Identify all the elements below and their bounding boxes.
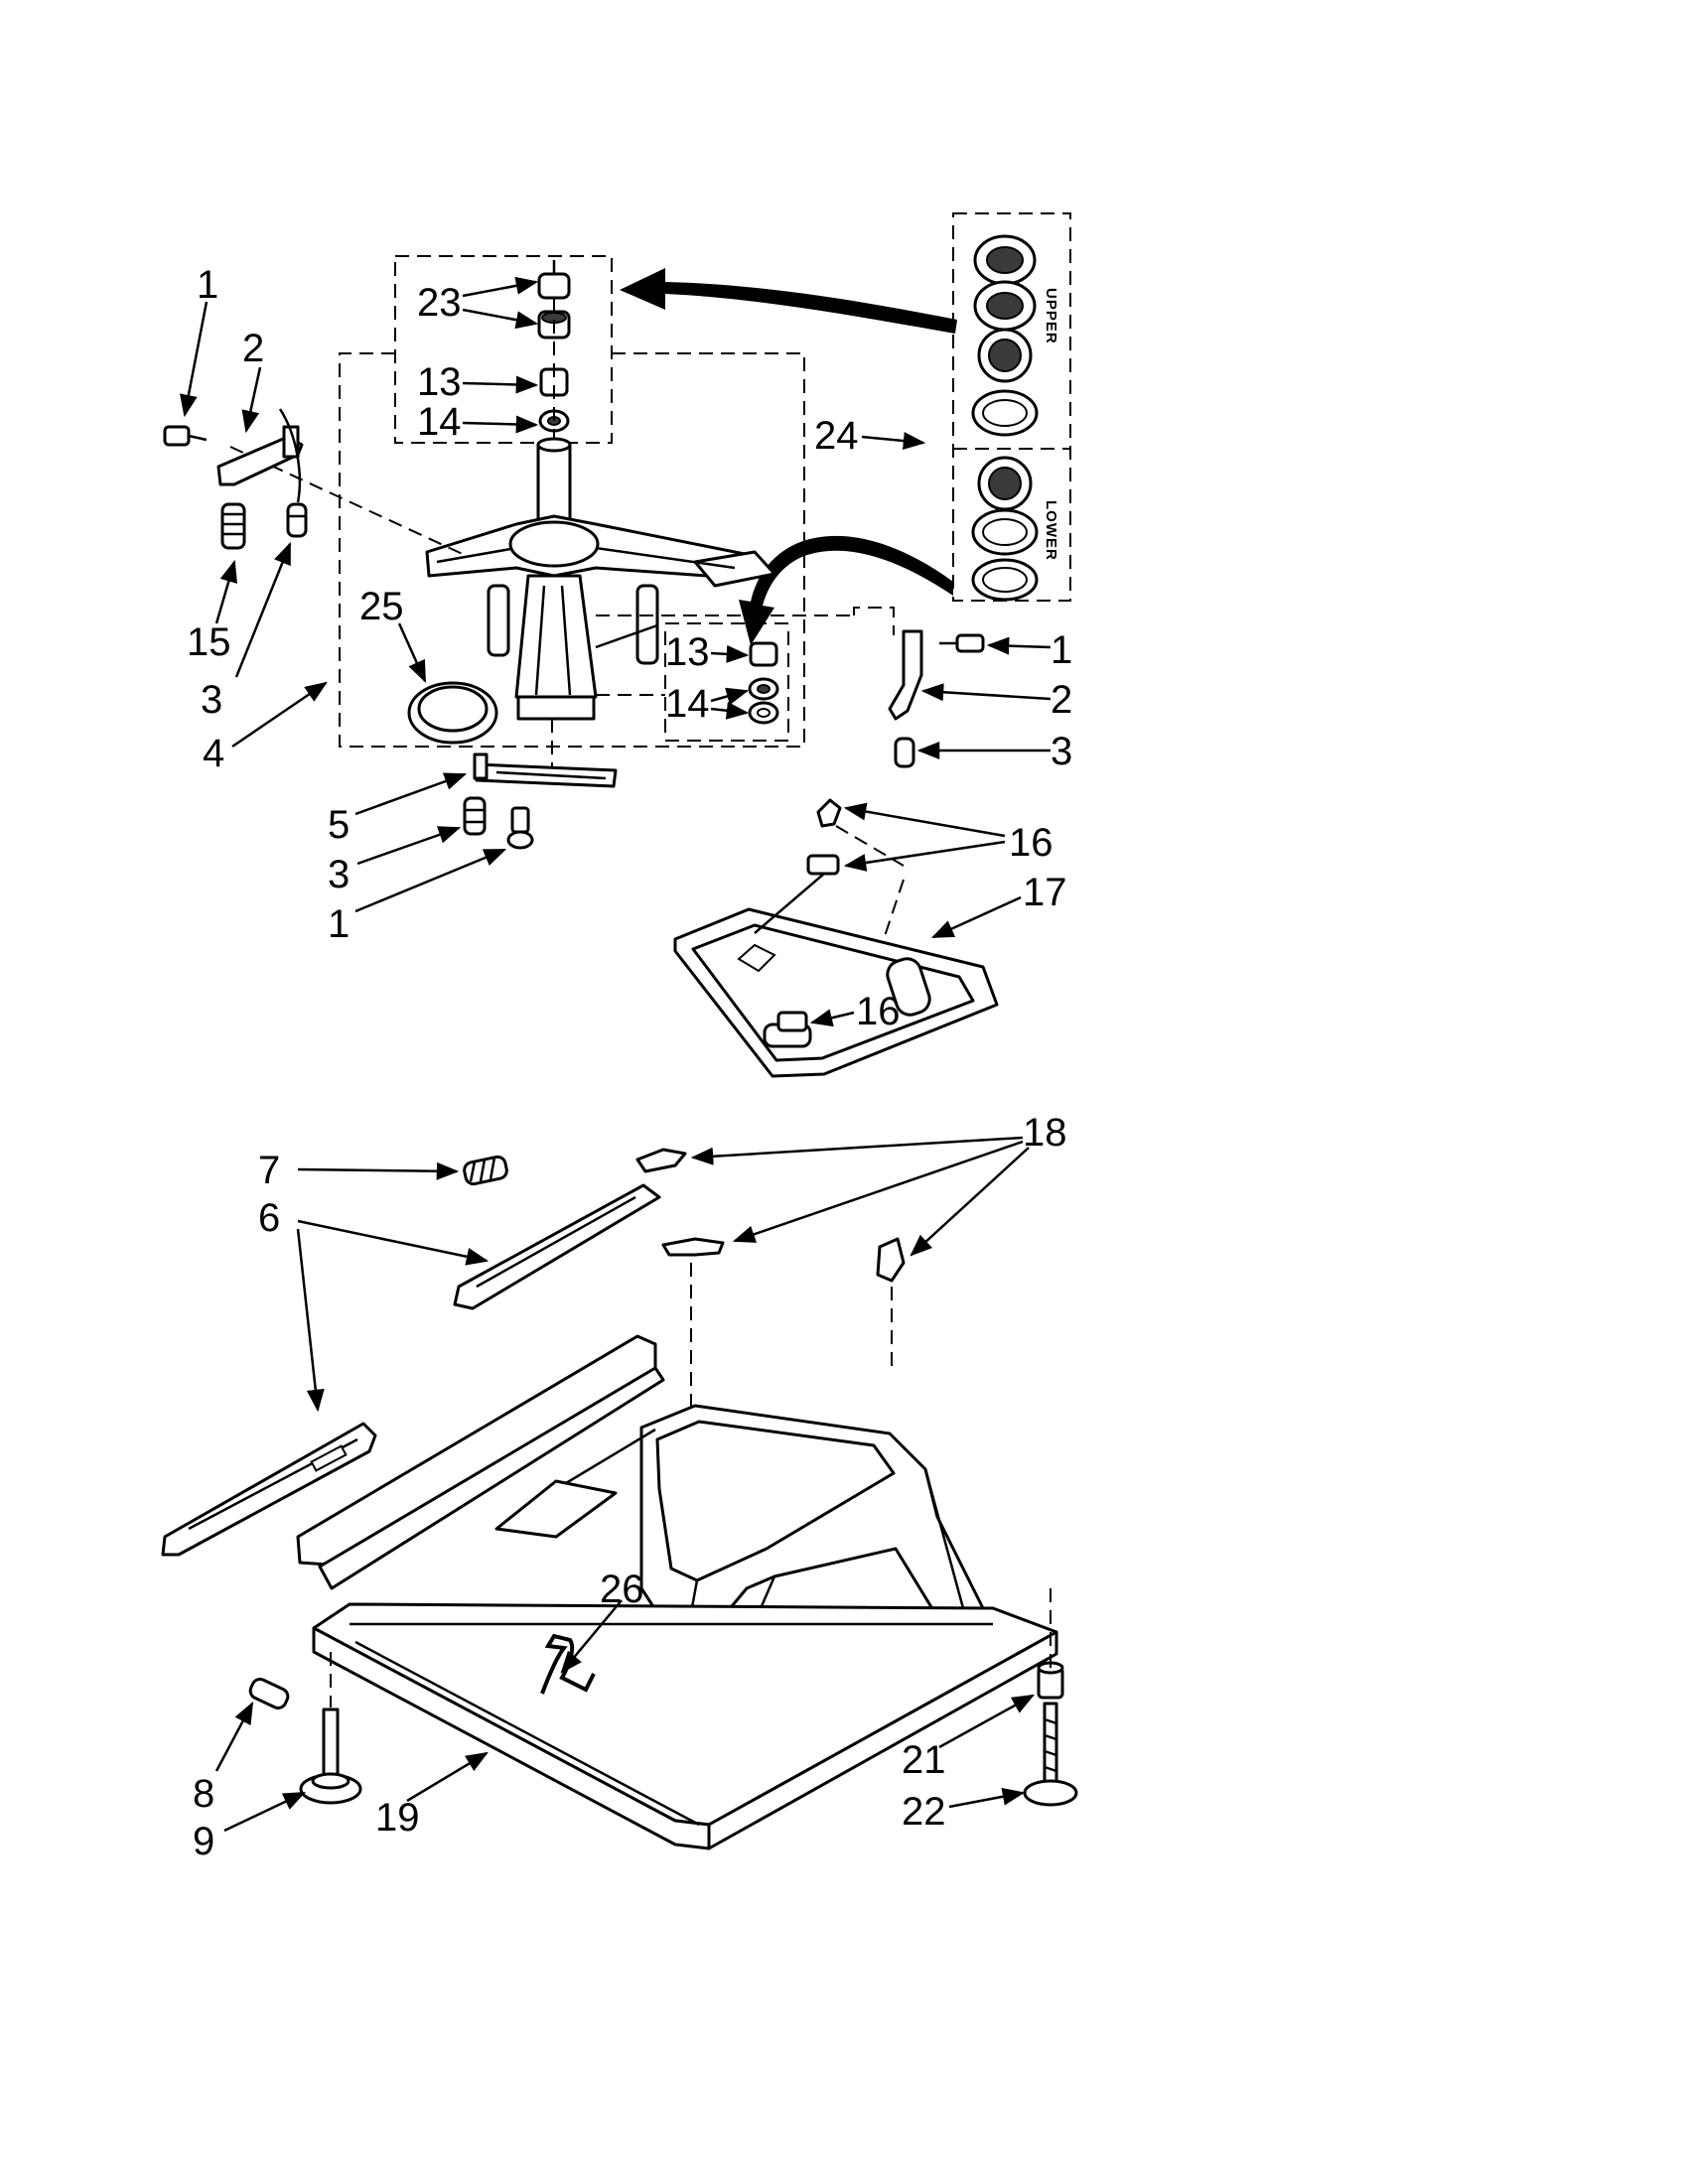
pin-8	[248, 1678, 290, 1709]
bearing-kit-lower: LOWER	[971, 456, 1059, 602]
bushing-13-lower	[749, 641, 778, 667]
bracket-2-left	[216, 425, 304, 486]
grommet-3-left	[278, 408, 308, 538]
bracket-2-right	[888, 629, 923, 721]
callout-22: 22	[902, 1790, 946, 1834]
pad-16-c	[776, 1011, 808, 1032]
callout-16: 16	[1009, 821, 1053, 865]
pad-16-b	[806, 854, 840, 876]
brace-6-upper	[453, 1183, 661, 1310]
callout-1-bottom: 1	[328, 902, 350, 946]
washer-14-lower-b	[748, 701, 779, 725]
callout-3: 3	[201, 678, 222, 722]
upper-bearing-box	[394, 255, 613, 444]
washer-14-lower-a	[748, 677, 779, 701]
callout-13-lower: 13	[665, 630, 710, 674]
spring-15	[220, 502, 246, 550]
bearing-23-upper	[537, 260, 571, 300]
callout-13: 13	[417, 360, 462, 404]
callout-3-right: 3	[1051, 730, 1072, 773]
callout-3-bottom: 3	[328, 853, 350, 896]
callout-19: 19	[375, 1796, 420, 1840]
callout-26: 26	[600, 1568, 644, 1611]
nut-21	[1037, 1661, 1064, 1700]
gearcase-arms	[425, 514, 776, 588]
foot-22	[1023, 1702, 1078, 1807]
brace-6-lower	[161, 1422, 377, 1557]
callout-4: 4	[203, 732, 224, 775]
transmission-assembly-box	[339, 352, 805, 748]
leader-arrows	[180, 276, 1052, 1833]
callout-25: 25	[359, 585, 404, 628]
spring-7	[463, 1155, 508, 1186]
callout-15: 15	[187, 620, 231, 664]
lower-label: LOWER	[1043, 500, 1059, 561]
screw-1-right	[939, 633, 985, 653]
pad-18-b	[661, 1237, 725, 1257]
lower-bearing-box	[664, 622, 789, 742]
grommet-3-bottom	[463, 796, 487, 836]
callout-9: 9	[193, 1820, 214, 1863]
callout-2-right: 2	[1051, 678, 1072, 722]
callout-2: 2	[242, 327, 264, 370]
callout-1-right: 1	[1051, 628, 1072, 672]
callout-14: 14	[417, 400, 462, 444]
callout-14-lower: 14	[665, 682, 710, 726]
callout-17: 17	[1023, 871, 1067, 914]
pad-18-c	[876, 1237, 906, 1283]
callout-16-lower: 16	[856, 990, 901, 1033]
tub-support-17	[673, 873, 999, 1078]
seal-25	[407, 681, 498, 745]
bracket-5	[473, 752, 618, 788]
callout-1: 1	[197, 263, 218, 307]
callout-18: 18	[1023, 1111, 1067, 1155]
bearing-kit-legend-box	[952, 212, 1071, 602]
grommet-3-right	[894, 737, 915, 768]
callouts: 1 2 15 3 4 25 23 13 14 24 13 14 1 2 3 5 …	[187, 263, 1072, 1863]
pad-18-a	[635, 1148, 687, 1173]
screw-1-left	[163, 425, 208, 447]
callout-8: 8	[193, 1772, 214, 1816]
bearing-kit-upper: UPPER	[971, 234, 1059, 437]
callout-7: 7	[258, 1149, 280, 1192]
pad-16-a	[816, 798, 842, 828]
leader-lines-4	[229, 446, 895, 774]
upper-label: UPPER	[1043, 288, 1059, 344]
screw-1-bottom	[506, 806, 534, 850]
callout-5: 5	[328, 803, 350, 847]
base-frame-19	[296, 1334, 1058, 1850]
callout-24: 24	[814, 414, 859, 458]
gearcase-legs	[487, 574, 659, 721]
callout-21: 21	[902, 1738, 946, 1782]
callout-6: 6	[258, 1196, 280, 1240]
callout-23: 23	[417, 281, 462, 325]
foot-9	[299, 1707, 362, 1805]
lower-kit-arrow	[739, 535, 953, 645]
upper-kit-arrow	[620, 268, 957, 334]
